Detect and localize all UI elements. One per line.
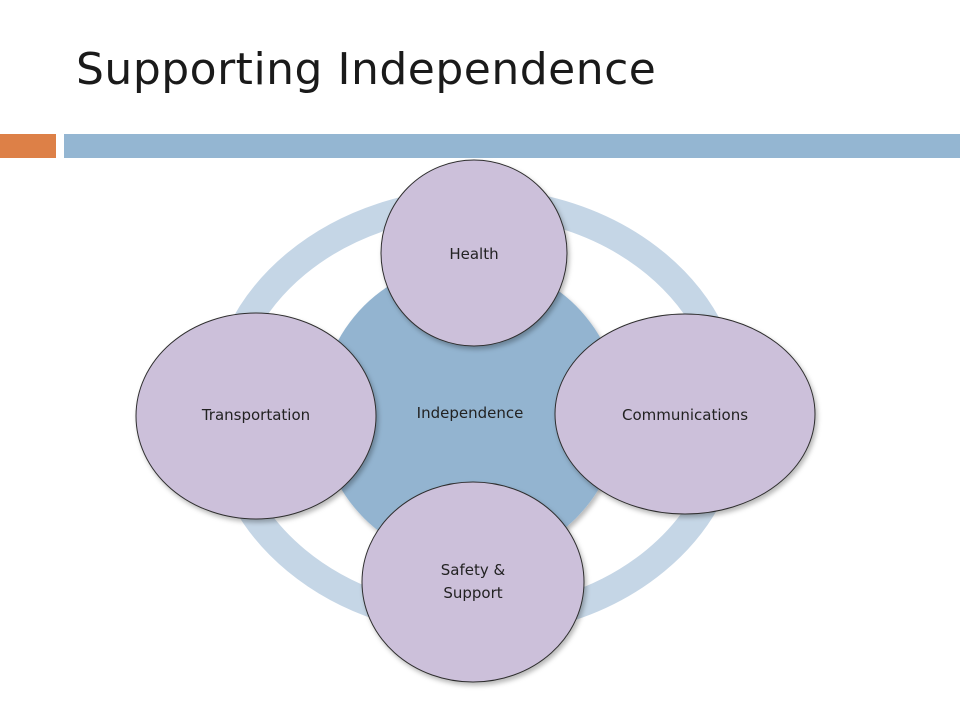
title-underline-bar bbox=[64, 134, 960, 158]
node-health: Health bbox=[380, 159, 568, 347]
page-title: Supporting Independence bbox=[76, 44, 657, 95]
node-communications-label: Communications bbox=[622, 406, 748, 424]
node-safety-support: Safety & Support bbox=[361, 481, 585, 683]
center-circle bbox=[320, 262, 620, 562]
node-communications: Communications bbox=[554, 313, 816, 515]
node-transportation-label: Transportation bbox=[201, 406, 310, 424]
center-label: Independence bbox=[417, 404, 524, 422]
node-safety-label-line2: Support bbox=[443, 584, 502, 602]
node-transportation: Transportation bbox=[135, 312, 377, 520]
node-health-label: Health bbox=[449, 245, 498, 263]
title-accent-bar bbox=[0, 134, 56, 158]
node-safety-label-line1: Safety & bbox=[441, 561, 506, 579]
